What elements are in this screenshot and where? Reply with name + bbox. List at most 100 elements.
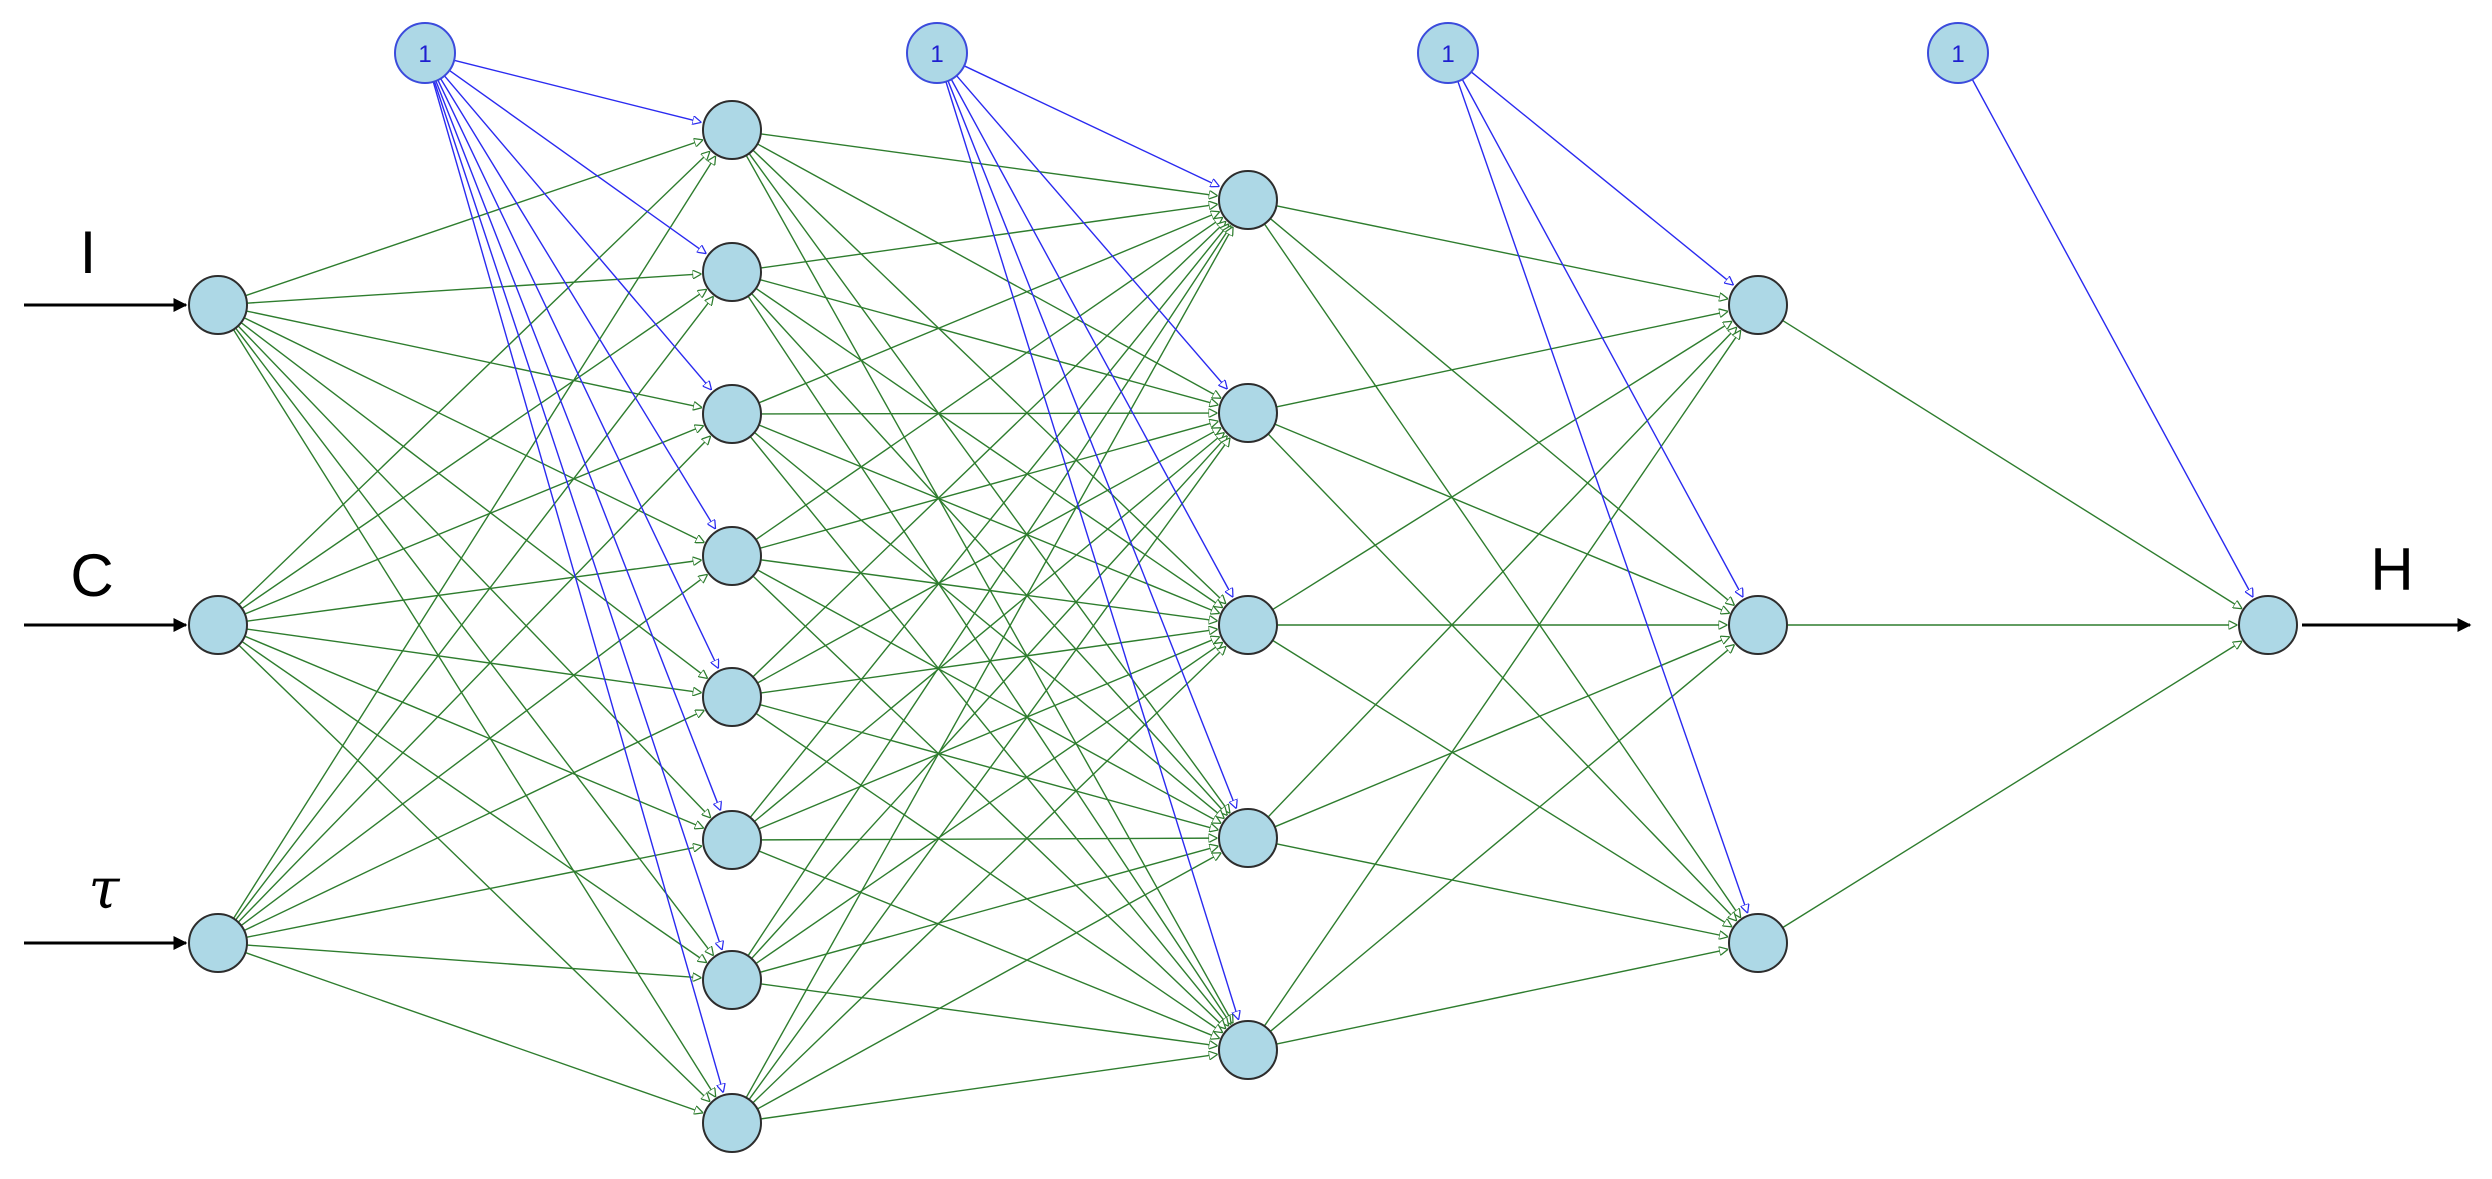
weight-edge bbox=[759, 278, 1218, 405]
output-label-h: H bbox=[2370, 536, 2413, 603]
weight-edge bbox=[1276, 843, 1727, 937]
input-label-tau: τ bbox=[89, 857, 121, 922]
weight-edge bbox=[760, 838, 1217, 840]
weight-edge bbox=[758, 212, 1220, 404]
hidden-neuron bbox=[1218, 595, 1278, 655]
neurons bbox=[188, 100, 2298, 1153]
bias-neuron bbox=[906, 22, 968, 84]
hidden-neuron bbox=[702, 667, 762, 727]
bias-label: 1 bbox=[1441, 41, 1454, 68]
weight-edge bbox=[755, 712, 1222, 1032]
input-neuron bbox=[188, 913, 248, 973]
hidden-neuron bbox=[1728, 595, 1788, 655]
weight-edge bbox=[749, 224, 1228, 818]
weight-edge bbox=[759, 421, 1218, 549]
weight-edge bbox=[1272, 321, 1732, 611]
weight-edge bbox=[237, 325, 710, 818]
bias-edge bbox=[1461, 79, 1742, 596]
weight-edge bbox=[752, 149, 1226, 603]
weight-edge bbox=[760, 983, 1218, 1046]
weight-edge bbox=[243, 317, 704, 543]
weight-edge bbox=[1276, 205, 1727, 299]
hidden-neuron bbox=[702, 950, 762, 1010]
weight-edge bbox=[751, 292, 1228, 815]
output-neuron bbox=[2238, 595, 2298, 655]
weight-edge bbox=[758, 850, 1219, 1038]
hidden-neuron bbox=[702, 242, 762, 302]
input-label-i: I bbox=[80, 219, 97, 286]
weight-edge bbox=[238, 644, 710, 1101]
hidden-neuron bbox=[1728, 913, 1788, 973]
bias-label: 1 bbox=[418, 41, 431, 68]
weight-edge bbox=[1782, 319, 2242, 608]
weight-edge bbox=[1276, 949, 1727, 1045]
weight-edge bbox=[760, 204, 1218, 269]
weight-edge bbox=[246, 846, 701, 938]
bias-edge bbox=[1470, 71, 1733, 285]
weight-edge bbox=[745, 154, 1233, 1023]
bias-edge bbox=[963, 65, 1219, 187]
weight-edge bbox=[749, 436, 1228, 1026]
weight-edge bbox=[232, 329, 715, 1097]
hidden-neuron bbox=[1218, 808, 1278, 868]
bias-neuron bbox=[1417, 22, 1479, 84]
weight-edge bbox=[240, 575, 707, 927]
weight-edge bbox=[760, 133, 1218, 196]
bias-edge bbox=[433, 81, 722, 949]
hidden-neuron bbox=[702, 384, 762, 444]
bias-neuron bbox=[394, 22, 456, 84]
weight-edge bbox=[752, 647, 1226, 1104]
hidden-neuron bbox=[1728, 275, 1788, 335]
weight-edge bbox=[246, 560, 702, 622]
weight-edge bbox=[760, 629, 1218, 694]
input-neuron bbox=[188, 595, 248, 655]
weight-edge bbox=[1276, 311, 1727, 408]
weight-edge bbox=[240, 322, 707, 679]
weight-edge bbox=[755, 643, 1223, 965]
io-arrows bbox=[24, 298, 2472, 950]
bias-edge bbox=[432, 81, 723, 1092]
hidden-neuron bbox=[1218, 170, 1278, 230]
weight-edge bbox=[1274, 637, 1730, 828]
weight-edge bbox=[245, 951, 702, 1113]
weight-edge bbox=[237, 436, 710, 923]
weight-edge bbox=[244, 635, 704, 828]
weight-edge bbox=[235, 297, 714, 921]
bias-label: 1 bbox=[930, 41, 943, 68]
weight-edge bbox=[753, 433, 1224, 823]
weight-edge bbox=[748, 153, 1230, 813]
hidden-neuron bbox=[702, 526, 762, 586]
weight-edge bbox=[232, 156, 715, 919]
weight-edge bbox=[757, 143, 1220, 398]
weight-edge bbox=[760, 413, 1217, 414]
bias-edge bbox=[449, 69, 706, 253]
weight-edge bbox=[757, 428, 1220, 684]
bias-edge bbox=[435, 80, 720, 810]
weight-edge bbox=[246, 628, 702, 693]
input-label-c: C bbox=[70, 542, 113, 609]
weight-edge bbox=[1272, 639, 1732, 926]
weight-edge bbox=[241, 640, 707, 962]
weight-edge bbox=[246, 944, 701, 978]
weight-edge bbox=[1263, 331, 1740, 1027]
weight-edge bbox=[751, 436, 1228, 960]
weight-edge bbox=[747, 295, 1231, 1024]
weight-edge bbox=[745, 227, 1233, 1099]
weight-edge bbox=[1267, 327, 1737, 818]
bias-edge bbox=[945, 81, 1239, 1020]
hidden-neuron bbox=[1218, 1020, 1278, 1080]
weight-edge bbox=[246, 310, 701, 408]
weight-edge bbox=[1263, 223, 1740, 918]
bias-neuron bbox=[1927, 22, 1989, 84]
bias-edge bbox=[437, 79, 718, 668]
weight-edge bbox=[752, 222, 1226, 678]
weight-edge bbox=[753, 431, 1224, 818]
weight-edge bbox=[245, 140, 702, 297]
input-neuron bbox=[188, 275, 248, 335]
weight-edge bbox=[238, 152, 710, 606]
weight-edge bbox=[241, 290, 707, 610]
weight-edge bbox=[1269, 218, 1734, 606]
weight-edge bbox=[1269, 645, 1734, 1032]
